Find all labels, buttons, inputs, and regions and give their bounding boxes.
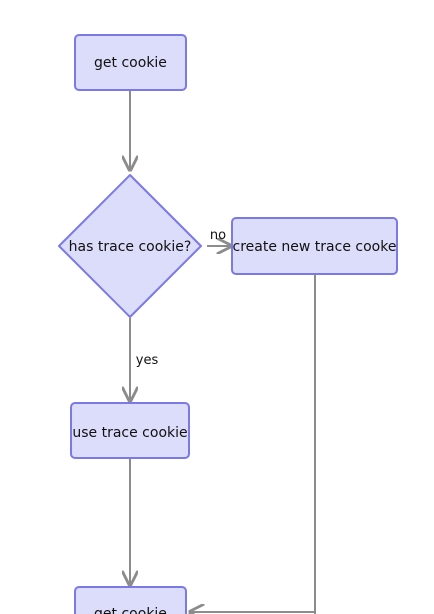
node-use-trace-cookie-label: use trace cookie: [72, 425, 187, 441]
edge-label-yes: yes: [136, 353, 159, 368]
edges: [130, 90, 316, 614]
node-get-cookie-bottom-label: get cookie: [94, 606, 167, 614]
node-get-cookie-top-label: get cookie: [94, 55, 167, 71]
node-has-trace-cookie-label: has trace cookie?: [69, 239, 192, 255]
nodes: get cookie has trace cookie? create new …: [58, 34, 398, 614]
edge-label-no: no: [210, 228, 226, 243]
node-get-cookie-top: get cookie: [74, 34, 187, 91]
node-get-cookie-bottom: get cookie: [74, 586, 187, 614]
edge-create-trace-cookie-to-get-cookie: [190, 274, 316, 614]
node-create-new-trace-cookie: create new trace cooke: [231, 217, 398, 275]
edge-labels: no yes: [136, 228, 226, 368]
node-create-new-trace-cookie-label: create new trace cooke: [233, 239, 397, 255]
node-use-trace-cookie: use trace cookie: [70, 402, 190, 459]
node-has-trace-cookie: has trace cookie?: [58, 174, 202, 318]
